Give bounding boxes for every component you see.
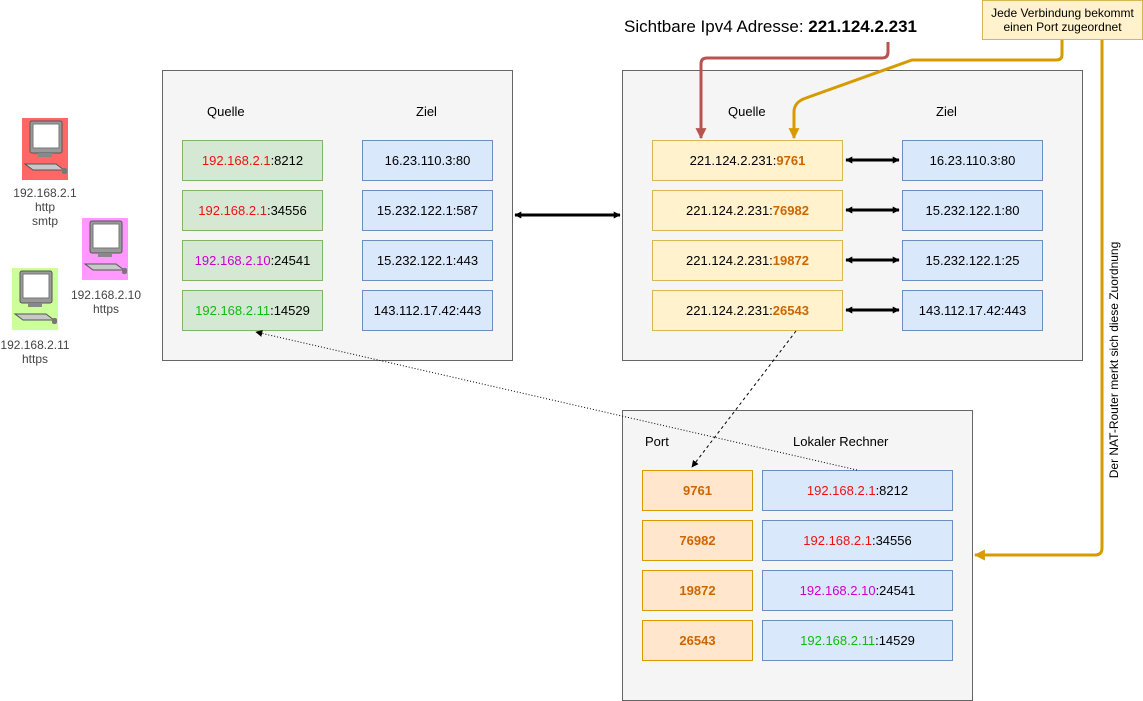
computer-1-label: 192.168.2.1 http smtp — [5, 186, 85, 228]
local-target-cell: 15.232.122.1:587 — [362, 190, 493, 231]
nat-host-port: :24541 — [875, 583, 916, 598]
nat-header-port: Port — [645, 434, 669, 449]
computer-1-ip: 192.168.2.1 — [13, 186, 77, 200]
local-source-cell: 192.168.2.10:24541 — [182, 240, 323, 281]
nat-host-cell: 192.168.2.11:14529 — [762, 620, 953, 661]
public-ip-arrow — [695, 42, 890, 140]
note-line-1: Jede Verbindung bekommt — [991, 6, 1134, 20]
nat-header-host: Lokaler Rechner — [793, 434, 889, 449]
local-source-ip: 192.168.2.11 — [195, 303, 271, 318]
local-target-cell: 15.232.122.1:443 — [362, 240, 493, 281]
nat-host-cell: 192.168.2.1:8212 — [762, 470, 953, 511]
computer-3-service-1: https — [21, 352, 48, 366]
public-source-cell: 221.124.2.231:19872 — [652, 240, 843, 281]
computer-2-label: 192.168.2.10 https — [66, 288, 146, 316]
public-target-cell: 15.232.122.1:80 — [902, 190, 1043, 231]
public-ip-title-prefix: Sichtbare Ipv4 Adresse: — [624, 17, 809, 36]
public-target-cell: 15.232.122.1:25 — [902, 240, 1043, 281]
local-source-cell: 192.168.2.1:34556 — [182, 190, 323, 231]
note-line-2: einen Port zugeordnet — [1003, 20, 1122, 34]
local-source-ip: 192.168.2.10 — [194, 253, 271, 268]
public-source-ip: 221.124.2.231: — [686, 303, 773, 318]
nat-host-ip: 192.168.2.10 — [799, 583, 876, 598]
nat-port-cell: 9761 — [642, 470, 753, 511]
nat-host-cell: 192.168.2.1:34556 — [762, 520, 953, 561]
public-source-cell: 221.124.2.231:26543 — [652, 290, 843, 331]
public-source-port: 26543 — [772, 303, 809, 318]
computer-icon — [12, 268, 58, 330]
local-source-cell: 192.168.2.11:14529 — [182, 290, 323, 331]
nat-mapping-arrow — [973, 40, 1104, 561]
port-assignment-note: Jede Verbindung bekommt einen Port zugeo… — [982, 0, 1143, 40]
computer-2-service-1: https — [92, 302, 119, 316]
public-source-port: 19872 — [772, 253, 809, 268]
public-ip-title: Sichtbare Ipv4 Adresse: 221.124.2.231 — [624, 17, 917, 37]
public-target-cell: 143.112.17.42:443 — [902, 290, 1043, 331]
public-source-ip: 221.124.2.231: — [686, 253, 773, 268]
computer-icon — [82, 218, 128, 280]
public-source-cell: 221.124.2.231:76982 — [652, 190, 843, 231]
public-header-target: Ziel — [936, 104, 957, 119]
nat-port-cell: 76982 — [642, 520, 753, 561]
local-source-port: :24541 — [270, 253, 311, 268]
computer-1-service-2: smtp — [31, 214, 58, 228]
port-note-arrow — [788, 40, 1064, 140]
local-target-cell: 16.23.110.3:80 — [362, 140, 493, 181]
local-target-cell: 143.112.17.42:443 — [362, 290, 493, 331]
public-source-ip: 221.124.2.231: — [686, 203, 773, 218]
public-source-ip: 221.124.2.231: — [689, 153, 777, 168]
local-source-port: :14529 — [270, 303, 310, 318]
local-source-ip: 192.168.2.1 — [201, 153, 271, 168]
public-header-source: Quelle — [728, 104, 766, 119]
computer-3-ip: 192.168.2.11 — [0, 338, 70, 352]
computer-2-ip: 192.168.2.10 — [70, 288, 142, 302]
local-source-port: :34556 — [266, 203, 307, 218]
nat-host-ip: 192.168.2.1 — [803, 533, 872, 548]
local-source-port: :8212 — [270, 153, 304, 168]
public-source-port: 76982 — [772, 203, 809, 218]
nat-host-ip: 192.168.2.1 — [806, 483, 876, 498]
port-lookup-arrow — [691, 330, 797, 468]
local-source-cell: 192.168.2.1:8212 — [182, 140, 323, 181]
computer-3 — [12, 268, 60, 335]
nat-host-ip: 192.168.2.11 — [800, 633, 876, 648]
computer-2 — [82, 218, 130, 285]
public-ip-value: 221.124.2.231 — [808, 17, 917, 36]
public-source-port: 9761 — [776, 153, 806, 168]
local-header-source: Quelle — [207, 104, 245, 119]
nat-host-cell: 192.168.2.10:24541 — [762, 570, 953, 611]
computer-icon — [22, 118, 68, 180]
computer-1-service-1: http — [34, 200, 55, 214]
nat-port-cell: 19872 — [642, 570, 753, 611]
local-source-ip: 192.168.2.1 — [198, 203, 267, 218]
public-target-cell: 16.23.110.3:80 — [902, 140, 1043, 181]
computer-1 — [22, 118, 70, 185]
computer-3-label: 192.168.2.11 https — [0, 338, 75, 366]
nat-host-port: :8212 — [875, 483, 909, 498]
return-route-arrow — [255, 329, 858, 471]
nat-host-port: :14529 — [875, 633, 915, 648]
local-header-target: Ziel — [416, 104, 437, 119]
nat-port-cell: 26543 — [642, 620, 753, 661]
public-source-cell: 221.124.2.231:9761 — [652, 140, 843, 181]
nat-host-port: :34556 — [871, 533, 912, 548]
